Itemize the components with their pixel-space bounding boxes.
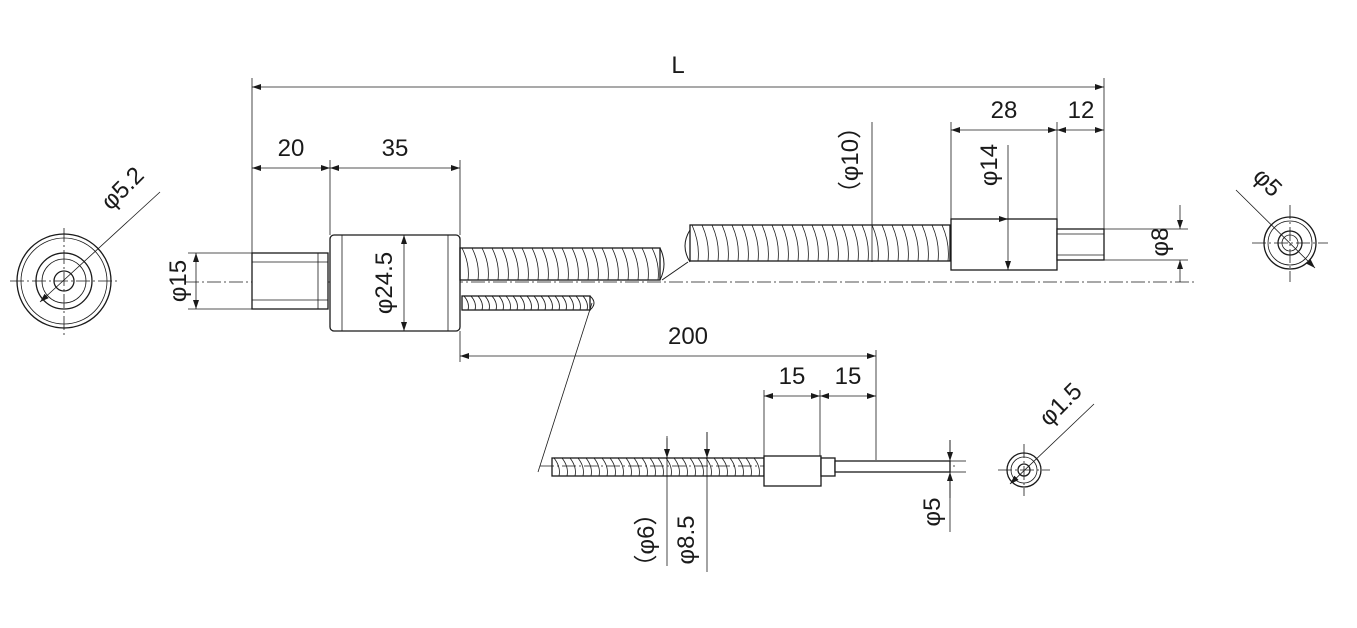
bottom-collar [763, 455, 822, 487]
dim-dia-5-bottom: φ5 [919, 498, 946, 527]
top-assembly [185, 218, 1195, 332]
dim-dia-8-5: φ8.5 [673, 516, 700, 565]
bottom-step [820, 457, 836, 477]
dim-len-15-a: 15 [779, 363, 806, 390]
dim-dia-15: φ15 [165, 260, 192, 302]
nut-body [329, 234, 461, 332]
dim-end-12: 12 [1068, 97, 1095, 124]
dim-dia-5-top: φ5 [1248, 163, 1288, 203]
bottom-assembly [537, 295, 958, 487]
end-view-left: φ5.2 [10, 162, 161, 336]
end-view-small: φ1.5 [998, 378, 1095, 496]
dim-dia-1-5: φ1.5 [1034, 378, 1088, 432]
dim-total-length: L [671, 52, 684, 79]
dim-dia-8: φ8 [1147, 228, 1174, 257]
end-view-right: φ5 [1235, 163, 1328, 282]
bottom-shaft [834, 460, 951, 473]
dim-len-15-b: 15 [835, 363, 862, 390]
nut-flange [251, 252, 329, 310]
end-block [950, 218, 1058, 271]
bottom-dimensions: 15 15 （φ6） φ8.5 φ5 [633, 363, 966, 578]
dim-end-28: 28 [991, 97, 1018, 124]
screw-thread-right [689, 224, 951, 262]
screw-thread-bottom [551, 457, 765, 477]
dim-flange-length: 20 [278, 135, 305, 162]
dim-dia-14: φ14 [976, 144, 1003, 186]
top-dimensions: L 20 35 28 12 φ15 φ24.5 （φ10） φ14 φ8 [165, 52, 1188, 460]
dim-dia-5-2: φ5.2 [96, 162, 150, 216]
screw-thread-left [459, 247, 661, 281]
dim-dia-10: （φ10） [837, 115, 864, 205]
dim-len-200: 200 [668, 323, 708, 350]
dim-dia-24-5: φ24.5 [371, 252, 398, 314]
dim-nut-length: 35 [382, 135, 409, 162]
screw-thread-lower [461, 295, 591, 311]
dim-dia-6: （φ6） [633, 502, 660, 579]
